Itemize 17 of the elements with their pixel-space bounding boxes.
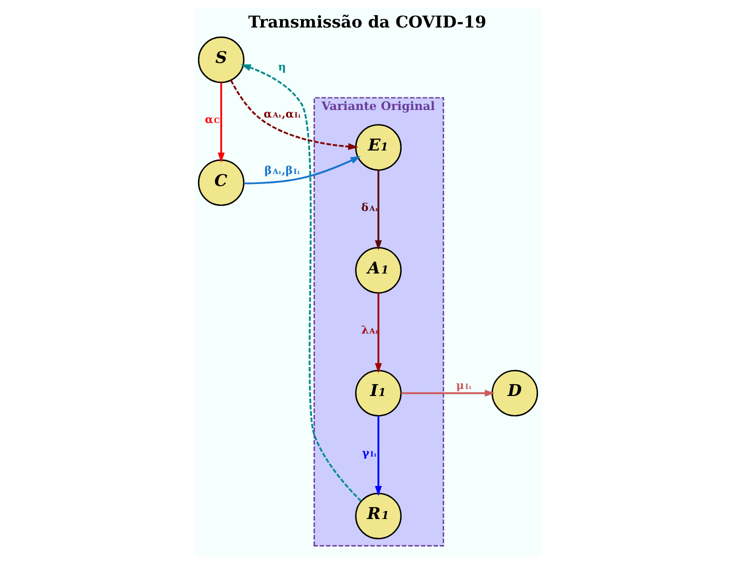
arrow <box>400 390 494 397</box>
node-circle: D <box>491 370 538 416</box>
arrow <box>374 170 382 250</box>
arrow <box>217 82 224 163</box>
node-circle: I1 <box>354 370 402 416</box>
arrow <box>243 156 360 184</box>
arrow <box>374 416 382 496</box>
node-circle: S <box>197 36 244 84</box>
edge-label: η <box>278 60 286 74</box>
node-circle: A1 <box>354 247 402 294</box>
node-circle: R1 <box>354 492 402 540</box>
arrow <box>240 64 362 502</box>
arrow <box>230 80 358 150</box>
arrow <box>374 293 382 374</box>
node-circle: E1 <box>354 124 402 171</box>
node-circle: C <box>197 159 244 206</box>
diagram-title: Transmissão da COVID-19 <box>248 12 486 32</box>
